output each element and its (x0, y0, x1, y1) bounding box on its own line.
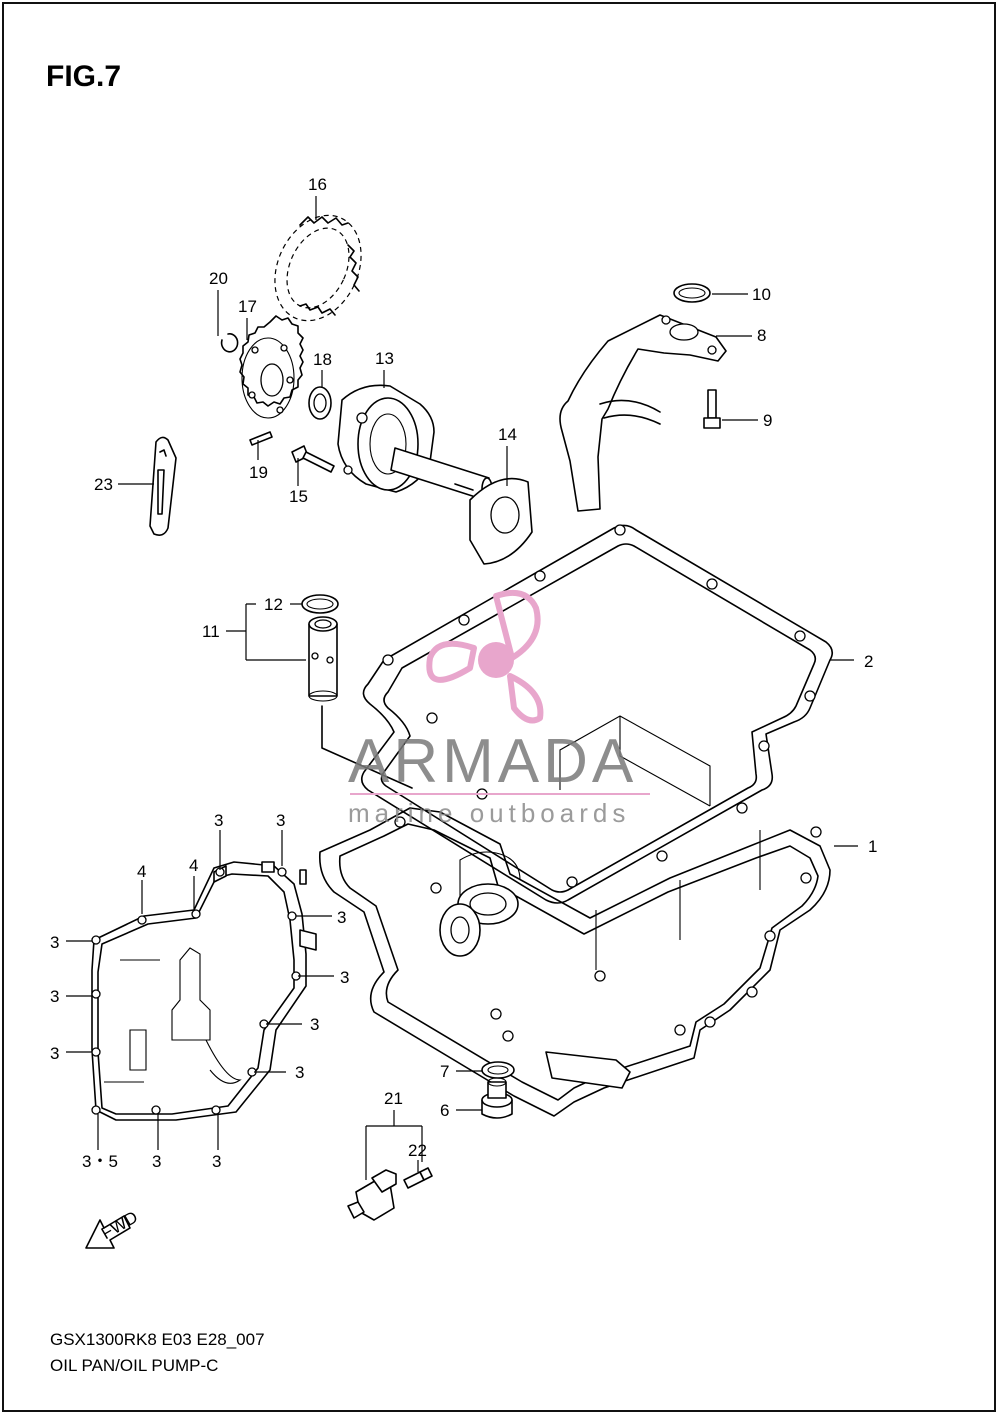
callout-3-top-right[interactable]: 3 (276, 811, 285, 830)
fwd-label: FWD (98, 1207, 141, 1243)
callout-20[interactable]: 20 (209, 269, 228, 288)
leader-lines (66, 196, 858, 1180)
callout-3-bottom-1[interactable]: 3 (152, 1152, 161, 1171)
callout-16[interactable]: 16 (308, 175, 327, 194)
part-10-oring[interactable] (673, 283, 711, 303)
part-8-oil-strainer[interactable] (559, 314, 727, 512)
callout-3-right-4[interactable]: 3 (295, 1063, 304, 1082)
part-16-ring-gear[interactable] (259, 201, 378, 335)
part-1-oil-pan[interactable] (318, 715, 831, 1117)
part-14-pump-gasket[interactable] (469, 477, 533, 565)
callout-22[interactable]: 22 (408, 1141, 427, 1160)
callout-3-left-1[interactable]: 3 (50, 933, 59, 952)
part-18-washer[interactable] (308, 386, 332, 420)
callout-4-right[interactable]: 4 (189, 856, 198, 875)
propeller-logo-icon (426, 590, 544, 724)
part-17-sprocket[interactable] (239, 315, 304, 419)
part-4-cover-gasket-group[interactable] (91, 861, 317, 1121)
part-2-oil-pan-gasket[interactable] (360, 524, 834, 904)
callout-3-left-3[interactable]: 3 (50, 1044, 59, 1063)
callout-23[interactable]: 23 (94, 475, 113, 494)
callout-4-left[interactable]: 4 (137, 862, 146, 881)
callout-21[interactable]: 21 (384, 1089, 403, 1108)
callout-12[interactable]: 12 (264, 595, 283, 614)
callout-3-right-2[interactable]: 3 (340, 968, 349, 987)
callout-7[interactable]: 7 (440, 1062, 449, 1081)
callout-2[interactable]: 2 (864, 652, 873, 671)
callout-19[interactable]: 19 (249, 463, 268, 482)
callout-18[interactable]: 18 (313, 350, 332, 369)
part-23-bracket[interactable] (149, 436, 177, 536)
callout-3-bottom-2[interactable]: 3 (212, 1152, 221, 1171)
callout-3-left-2[interactable]: 3 (50, 987, 59, 1006)
fwd-arrow-icon: FWD (85, 1207, 141, 1249)
part-13-oil-pump[interactable] (337, 384, 493, 501)
callout-11[interactable]: 11 (202, 622, 220, 641)
part-22-screw[interactable] (403, 1167, 433, 1189)
part-15-bolt[interactable] (291, 445, 335, 473)
part-11-oil-pipe[interactable] (308, 616, 338, 702)
figure-title: FIG.7 (46, 60, 122, 93)
part-19-pin[interactable] (249, 431, 273, 446)
part-12-oring[interactable] (301, 594, 339, 614)
callout-3-5[interactable]: 3・5 (82, 1152, 118, 1171)
callout-labels: 16 20 17 18 13 19 15 14 23 10 8 9 12 11 … (50, 175, 877, 1171)
callout-15[interactable]: 15 (289, 487, 308, 506)
callout-6[interactable]: 6 (440, 1101, 449, 1120)
callout-3-top-left[interactable]: 3 (214, 811, 223, 830)
callout-1[interactable]: 1 (868, 837, 877, 856)
part-7-gasket[interactable] (481, 1061, 515, 1079)
armada-watermark: ARMADA marine outboards (348, 590, 650, 828)
callout-14[interactable]: 14 (498, 425, 517, 444)
part-9-bolt[interactable] (703, 389, 721, 429)
callout-3-right-1[interactable]: 3 (337, 908, 346, 927)
callout-17[interactable]: 17 (238, 297, 257, 316)
watermark-brand: ARMADA (348, 727, 637, 796)
callout-13[interactable]: 13 (375, 349, 394, 368)
section-name: OIL PAN/OIL PUMP-C (50, 1356, 219, 1375)
model-code: GSX1300RK8 E03 E28_007 (50, 1330, 265, 1349)
part-20-circlip[interactable] (220, 333, 239, 353)
part-6-drain-plug[interactable] (481, 1077, 513, 1119)
callout-10[interactable]: 10 (752, 285, 771, 304)
callout-3-right-3[interactable]: 3 (310, 1015, 319, 1034)
callout-8[interactable]: 8 (757, 326, 766, 345)
callout-9[interactable]: 9 (763, 411, 772, 430)
part-21-oil-pressure-switch[interactable] (347, 1169, 397, 1221)
watermark-tagline: marine outboards (348, 798, 630, 828)
